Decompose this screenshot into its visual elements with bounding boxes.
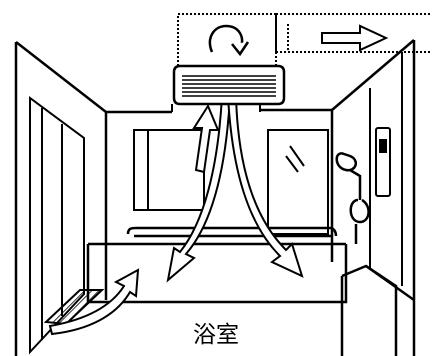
room-label: 浴室 <box>178 320 254 350</box>
showerhead-icon <box>337 153 369 244</box>
ventilation-fan <box>174 66 284 104</box>
bath-step <box>342 266 414 356</box>
right-panel <box>370 52 402 286</box>
fan-rotation-icon <box>210 26 248 54</box>
exhaust-arrow-icon <box>322 26 386 50</box>
window <box>134 130 328 234</box>
exhaust-duct <box>178 14 432 70</box>
airflow-down-right-arrow-icon <box>228 96 302 276</box>
